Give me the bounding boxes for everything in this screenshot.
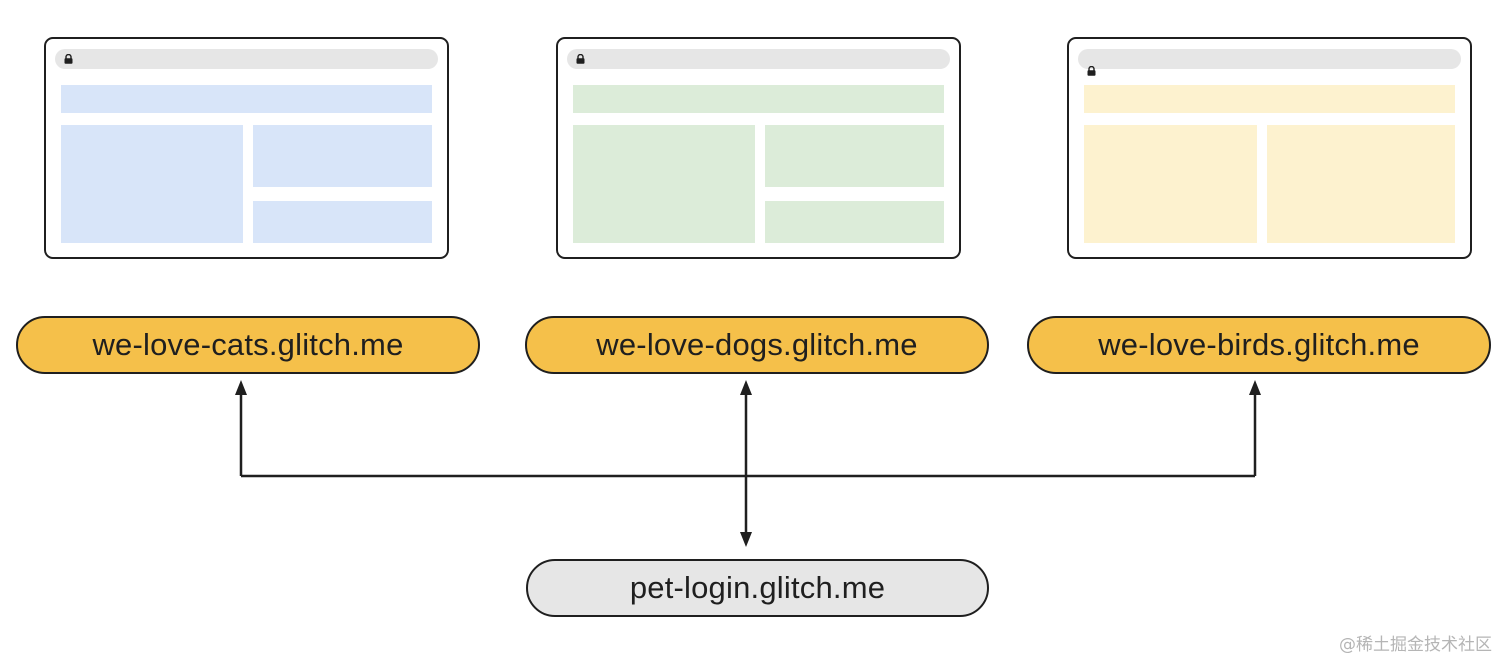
content-block-right-bottom <box>765 201 944 243</box>
arrow-up-icon <box>1249 380 1261 395</box>
content-block-right-top <box>765 125 944 187</box>
site-pill-dogs: we-love-dogs.glitch.me <box>525 316 989 374</box>
browser-window-cats <box>44 37 449 259</box>
browser-window-dogs <box>556 37 961 259</box>
content-block-left <box>61 125 243 243</box>
watermark: @稀土掘金技术社区 <box>1339 635 1492 655</box>
content-block-right-top <box>253 125 432 187</box>
page-header-block <box>61 85 432 113</box>
lock-icon <box>1087 66 1096 76</box>
content-block-right-bottom <box>253 201 432 243</box>
site-pill-cats: we-love-cats.glitch.me <box>16 316 480 374</box>
site-pill-birds: we-love-birds.glitch.me <box>1027 316 1491 374</box>
browser-window-birds <box>1067 37 1472 259</box>
lock-icon <box>64 54 73 64</box>
arrow-up-icon <box>235 380 247 395</box>
lock-icon <box>576 54 585 64</box>
address-bar <box>1078 49 1461 69</box>
login-site-pill: pet-login.glitch.me <box>526 559 989 617</box>
address-bar <box>567 49 950 69</box>
content-block-left <box>1084 125 1257 243</box>
address-bar <box>55 49 438 69</box>
content-block-left <box>573 125 755 243</box>
page-header-block <box>1084 85 1455 113</box>
content-block-right <box>1267 125 1455 243</box>
page-header-block <box>573 85 944 113</box>
arrow-up-icon <box>740 380 752 395</box>
arrow-down-icon <box>740 532 752 547</box>
